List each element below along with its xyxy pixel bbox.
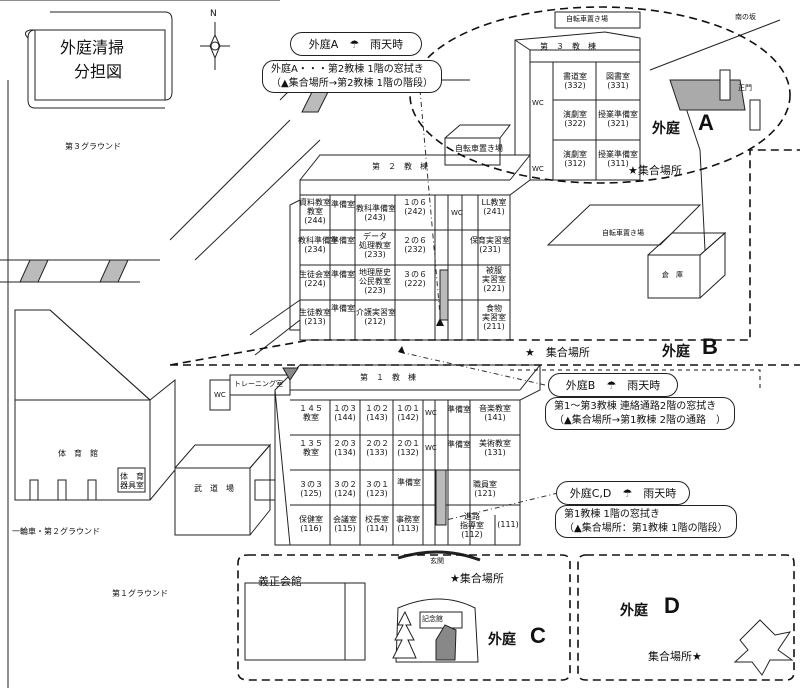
b3-room: 授業準備室 (321) — [598, 110, 638, 129]
b1-room: ３の１ (123) — [365, 480, 389, 499]
b2-room: データ 処理教室 (233) — [359, 232, 391, 260]
b1-room: 会議室 (115) — [333, 515, 357, 534]
b1-room: 事務室 (113) — [396, 515, 420, 534]
b1-room: １の３ (144) — [333, 404, 357, 423]
b2-room: 介護実習室 (212) — [356, 308, 396, 327]
b1-wc-label: WC — [425, 409, 437, 417]
bike-parking-top-label: 自転車置き場 — [566, 15, 608, 23]
b3-room: 図書室 (331) — [606, 72, 630, 91]
hall-label: 義正会館 — [258, 575, 302, 588]
rain-note-cd: 第1教棟 1階の窓拭き （▲集合場所：第1教棟 1階の階段） — [555, 505, 737, 538]
second-ground-label: 一輪車・第２グラウンド — [12, 527, 100, 536]
b2-room: 食物 実習室 (211) — [482, 304, 506, 332]
b3-room: 演劇室 (322) — [563, 110, 587, 129]
area-d-label: 外庭 — [620, 603, 648, 619]
b1-room: ３の２ (124) — [333, 480, 357, 499]
b2-room: LL教室 (241) — [481, 198, 507, 217]
south-hill-label: 南の坂 — [735, 13, 756, 21]
bike-parking-mid-label: 自転車置き場 — [455, 144, 503, 153]
b2-room: ２の６ (232) — [403, 236, 427, 255]
area-b-letter: B — [702, 334, 718, 359]
b2-room: 教科準備室 (234) — [298, 236, 338, 255]
b1-room: ２の１ (132) — [396, 439, 420, 458]
b2-room: 保育実習室 (231) — [470, 236, 510, 255]
b2-wc-label: WC — [451, 209, 463, 217]
entrance-label: 玄関 — [430, 557, 444, 565]
kinenkan-label: 記念館 — [422, 615, 443, 623]
building2-title: 第 ２ 教 棟 — [372, 162, 428, 171]
b2-room: １の６ (242) — [403, 198, 427, 217]
b1-prep-room: 準備室 — [447, 440, 471, 449]
area-a-gather: ★集合場所 — [628, 164, 682, 177]
b2-room: 生徒教室 (213) — [299, 308, 331, 327]
gym-equipment-label: 体 育 器具室 — [120, 472, 144, 491]
b2-room: 生徒会室 (224) — [299, 270, 331, 289]
b2-room: 資料教室 教室 (244) — [299, 198, 331, 226]
rain-bubble-a: 外庭A ☂ 雨天時 — [290, 32, 422, 56]
main-gate-label: 正門 — [738, 84, 752, 92]
building1-title: 第 １ 教 棟 — [360, 373, 416, 382]
area-c-gather: ★集合場所 — [450, 572, 504, 585]
b1-room: ３の３ (125) — [299, 480, 323, 499]
rain-bubble-b: 外庭B ☂ 雨天時 — [548, 373, 678, 397]
b1-room: 保健室 (116) — [299, 515, 323, 534]
map-title-line2: 分担図 — [74, 62, 123, 81]
b2-room: 教科準備室 (243) — [356, 204, 396, 223]
b1-room: １の１ (142) — [396, 404, 420, 423]
area-c-letter: C — [530, 623, 546, 648]
area-a-label: 外庭 — [652, 121, 680, 137]
area-b-gather: ★ 集合場所 — [525, 346, 590, 359]
b1-prep-room: 準備室 — [397, 478, 421, 487]
budojo-label: 武 道 場 — [194, 484, 234, 493]
b1-room: ２の２ (133) — [365, 439, 389, 458]
b2-room: 被服 実習室 (221) — [482, 266, 506, 294]
map-title-line1: 外庭清掃 — [60, 38, 125, 57]
b3-room: 授業準備室 (311) — [598, 150, 638, 169]
b2-room: ３の６ (222) — [403, 270, 427, 289]
b1-room: １４５ 教室 — [299, 404, 323, 423]
warehouse-label: 倉 庫 — [662, 271, 683, 279]
b1-room: 音楽教室 (141) — [479, 404, 511, 423]
b1-room: １３５ 教室 — [299, 439, 323, 458]
bike-parking-right-label: 自転車置き場 — [602, 229, 644, 237]
b1-prep-room: 準備室 — [447, 405, 471, 414]
b2-prep-room: 準備室 — [331, 304, 355, 313]
b2-prep-room: 準備室 — [331, 236, 355, 245]
b3-room: 書道室 (332) — [563, 72, 587, 91]
b2-room: 地理歴史 公民教室 (223) — [359, 268, 391, 296]
third-ground-label: 第３グラウンド — [65, 142, 121, 151]
first-ground-label: 第１グラウンド — [112, 589, 168, 598]
area-a-letter: A — [698, 110, 714, 135]
b3-wc-label: WC — [532, 165, 544, 173]
area-d-letter: D — [664, 593, 680, 618]
building3-title: 第 ３ 教 棟 — [540, 42, 596, 51]
b1-room: 進路 指導室 (112) — [460, 512, 484, 540]
b1-room: (111) — [497, 520, 519, 529]
b1-room: 校長室 (114) — [365, 515, 389, 534]
area-b-label: 外庭 — [662, 344, 690, 360]
gym-label: 体 育 館 — [58, 449, 98, 458]
b1-room: ２の３ (134) — [333, 439, 357, 458]
b1-room: 職員室 (121) — [473, 480, 497, 499]
b3-wc-label: WC — [532, 99, 544, 107]
training-wc-label: WC — [214, 391, 226, 399]
area-c-label: 外庭 — [488, 632, 516, 648]
rain-bubble-cd: 外庭C,D ☂ 雨天時 — [556, 481, 690, 505]
b1-wc-label: WC — [425, 444, 437, 452]
compass-north-label: N — [210, 9, 217, 19]
rain-note-a: 外庭A・・・第2教棟 1階の窓拭き （▲集合場所→第2教棟 1階の階段） — [262, 60, 442, 93]
rain-note-b: 第1～第3教棟 連絡通路2階の窓拭き （▲集合場所→第1教棟 2階の通路 ） — [545, 397, 735, 430]
training-room-label: トレーニング室 — [234, 380, 283, 388]
b1-room: １の２ (143) — [365, 404, 389, 423]
b1-room: 美術教室 (131) — [479, 439, 511, 458]
area-d-gather: 集合場所★ — [648, 650, 702, 663]
b3-room: 演劇室 (312) — [563, 150, 587, 169]
b2-prep-room: 準備室 — [331, 200, 355, 209]
b2-prep-room: 準備室 — [331, 270, 355, 279]
